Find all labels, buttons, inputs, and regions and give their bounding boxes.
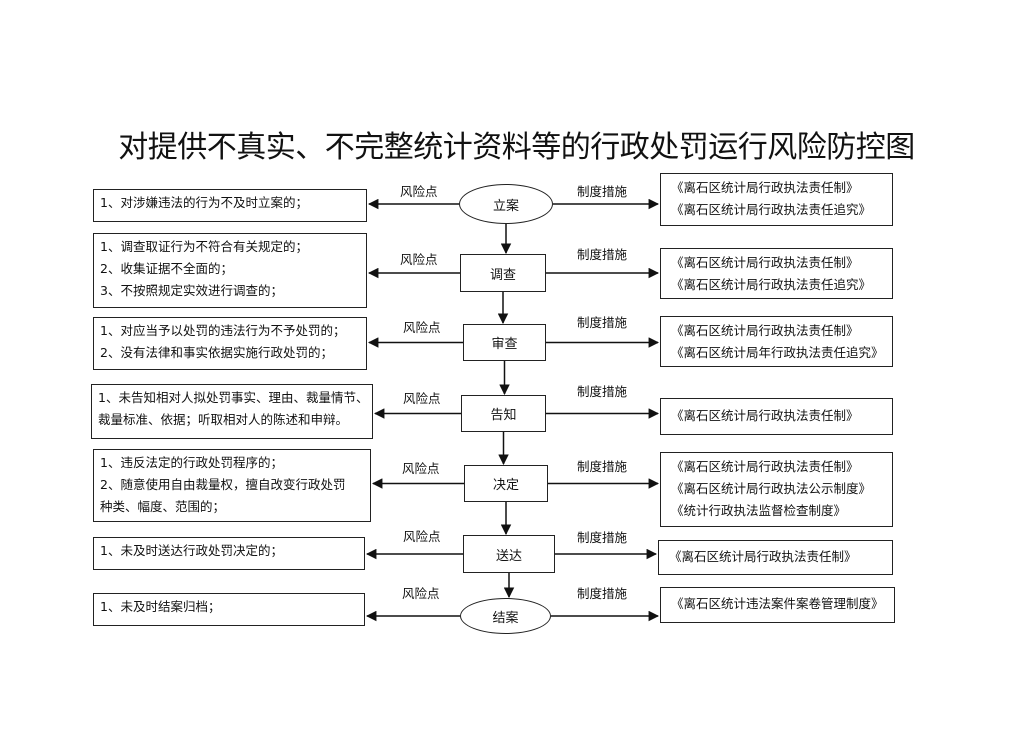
risk-box-3: 1、对应当予以处罚的违法行为不予处罚的； 2、没有法律和事实依据实施行政处罚的； xyxy=(93,317,367,370)
measure-label: 制度措施 xyxy=(577,586,628,601)
risk-text: 2、收集证据不全面的； xyxy=(100,261,233,276)
risk-box-6: 1、未及时送达行政处罚决定的； xyxy=(93,537,365,570)
measure-label: 制度措施 xyxy=(577,315,628,330)
risk-box-7: 1、未及时结案归档； xyxy=(93,593,365,626)
step-node-6: 送达 xyxy=(463,535,555,573)
diagram-title: 对提供不真实、不完整统计资料等的行政处罚运行风险防控图 xyxy=(118,130,915,165)
risk-text: 1、对应当予以处罚的违法行为不予处罚的； xyxy=(100,323,346,338)
risk-text: 1、未及时送达行政处罚决定的； xyxy=(100,543,283,558)
measure-box-5: 《离石区统计局行政执法责任制》 《离石区统计局行政执法公示制度》 《统计行政执法… xyxy=(660,452,893,527)
measure-box-2: 《离石区统计局行政执法责任制》 《离石区统计局行政执法责任追究》 xyxy=(660,248,893,299)
risk-box-1: 1、对涉嫌违法的行为不及时立案的； xyxy=(93,189,367,222)
risk-box-2: 1、调查取证行为不符合有关规定的； 2、收集证据不全面的； 3、不按照规定实效进… xyxy=(93,233,367,308)
risk-label: 风险点 xyxy=(400,252,438,267)
measure-text: 《离石区统计局行政执法责任制》 xyxy=(671,408,859,423)
measure-text: 《离石区统计局行政执法责任追究》 xyxy=(671,277,872,292)
risk-label: 风险点 xyxy=(403,320,441,335)
measure-text: 《离石区统计局行政执法责任制》 xyxy=(671,180,859,195)
measure-label: 制度措施 xyxy=(577,459,628,474)
measure-box-6: 《离石区统计局行政执法责任制》 xyxy=(658,540,893,575)
risk-text: 种类、幅度、范围的； xyxy=(100,499,226,514)
risk-label: 风险点 xyxy=(400,184,438,199)
measure-text: 《离石区统计局行政执法责任制》 xyxy=(671,255,859,270)
risk-text: 裁量标准、依据；听取相对人的陈述和申辩。 xyxy=(98,412,349,427)
measure-label: 制度措施 xyxy=(577,384,628,399)
measure-box-1: 《离石区统计局行政执法责任制》 《离石区统计局行政执法责任追究》 xyxy=(660,173,893,226)
measure-box-3: 《离石区统计局行政执法责任制》 《离石区统计局年行政执法责任追究》 xyxy=(660,316,893,367)
risk-text: 3、不按照规定实效进行调查的； xyxy=(100,283,283,298)
measure-box-7: 《离石区统计违法案件案卷管理制度》 xyxy=(660,587,895,623)
measure-text: 《离石区统计局年行政执法责任追究》 xyxy=(671,345,884,360)
risk-text: 1、调查取证行为不符合有关规定的； xyxy=(100,239,308,254)
risk-box-5: 1、违反法定的行政处罚程序的； 2、随意使用自由裁量权，擅自改变行政处罚 种类、… xyxy=(93,449,371,522)
measure-text: 《离石区统计违法案件案卷管理制度》 xyxy=(671,596,884,611)
measure-text: 《离石区统计局行政执法责任追究》 xyxy=(671,202,872,217)
measure-label: 制度措施 xyxy=(577,247,628,262)
risk-text: 2、没有法律和事实依据实施行政处罚的； xyxy=(100,345,333,360)
step-node-3: 审查 xyxy=(463,324,546,361)
measure-text: 《离石区统计局行政执法公示制度》 xyxy=(671,481,872,496)
measure-text: 《离石区统计局行政执法责任制》 xyxy=(669,549,857,564)
step-node-5: 决定 xyxy=(464,465,548,502)
measure-label: 制度措施 xyxy=(577,184,628,199)
risk-label: 风险点 xyxy=(402,461,440,476)
step-node-7: 结案 xyxy=(460,598,551,634)
risk-text: 1、对涉嫌违法的行为不及时立案的； xyxy=(100,195,308,210)
step-node-1: 立案 xyxy=(459,184,553,224)
risk-text: 1、未及时结案归档； xyxy=(100,599,221,614)
measure-text: 《离石区统计局行政执法责任制》 xyxy=(671,323,859,338)
step-node-2: 调查 xyxy=(460,254,546,292)
step-node-4: 告知 xyxy=(461,395,546,432)
risk-label: 风险点 xyxy=(403,391,441,406)
risk-label: 风险点 xyxy=(402,586,440,601)
risk-text: 1、未告知相对人拟处罚事实、理由、裁量情节、 xyxy=(98,390,369,405)
measure-text: 《统计行政执法监督检查制度》 xyxy=(671,503,847,518)
measure-label: 制度措施 xyxy=(577,530,628,545)
risk-text: 2、随意使用自由裁量权，擅自改变行政处罚 xyxy=(100,477,346,492)
measure-box-4: 《离石区统计局行政执法责任制》 xyxy=(660,398,893,435)
risk-box-4: 1、未告知相对人拟处罚事实、理由、裁量情节、 裁量标准、依据；听取相对人的陈述和… xyxy=(91,384,373,439)
risk-text: 1、违反法定的行政处罚程序的； xyxy=(100,455,283,470)
risk-label: 风险点 xyxy=(403,529,441,544)
measure-text: 《离石区统计局行政执法责任制》 xyxy=(671,459,859,474)
